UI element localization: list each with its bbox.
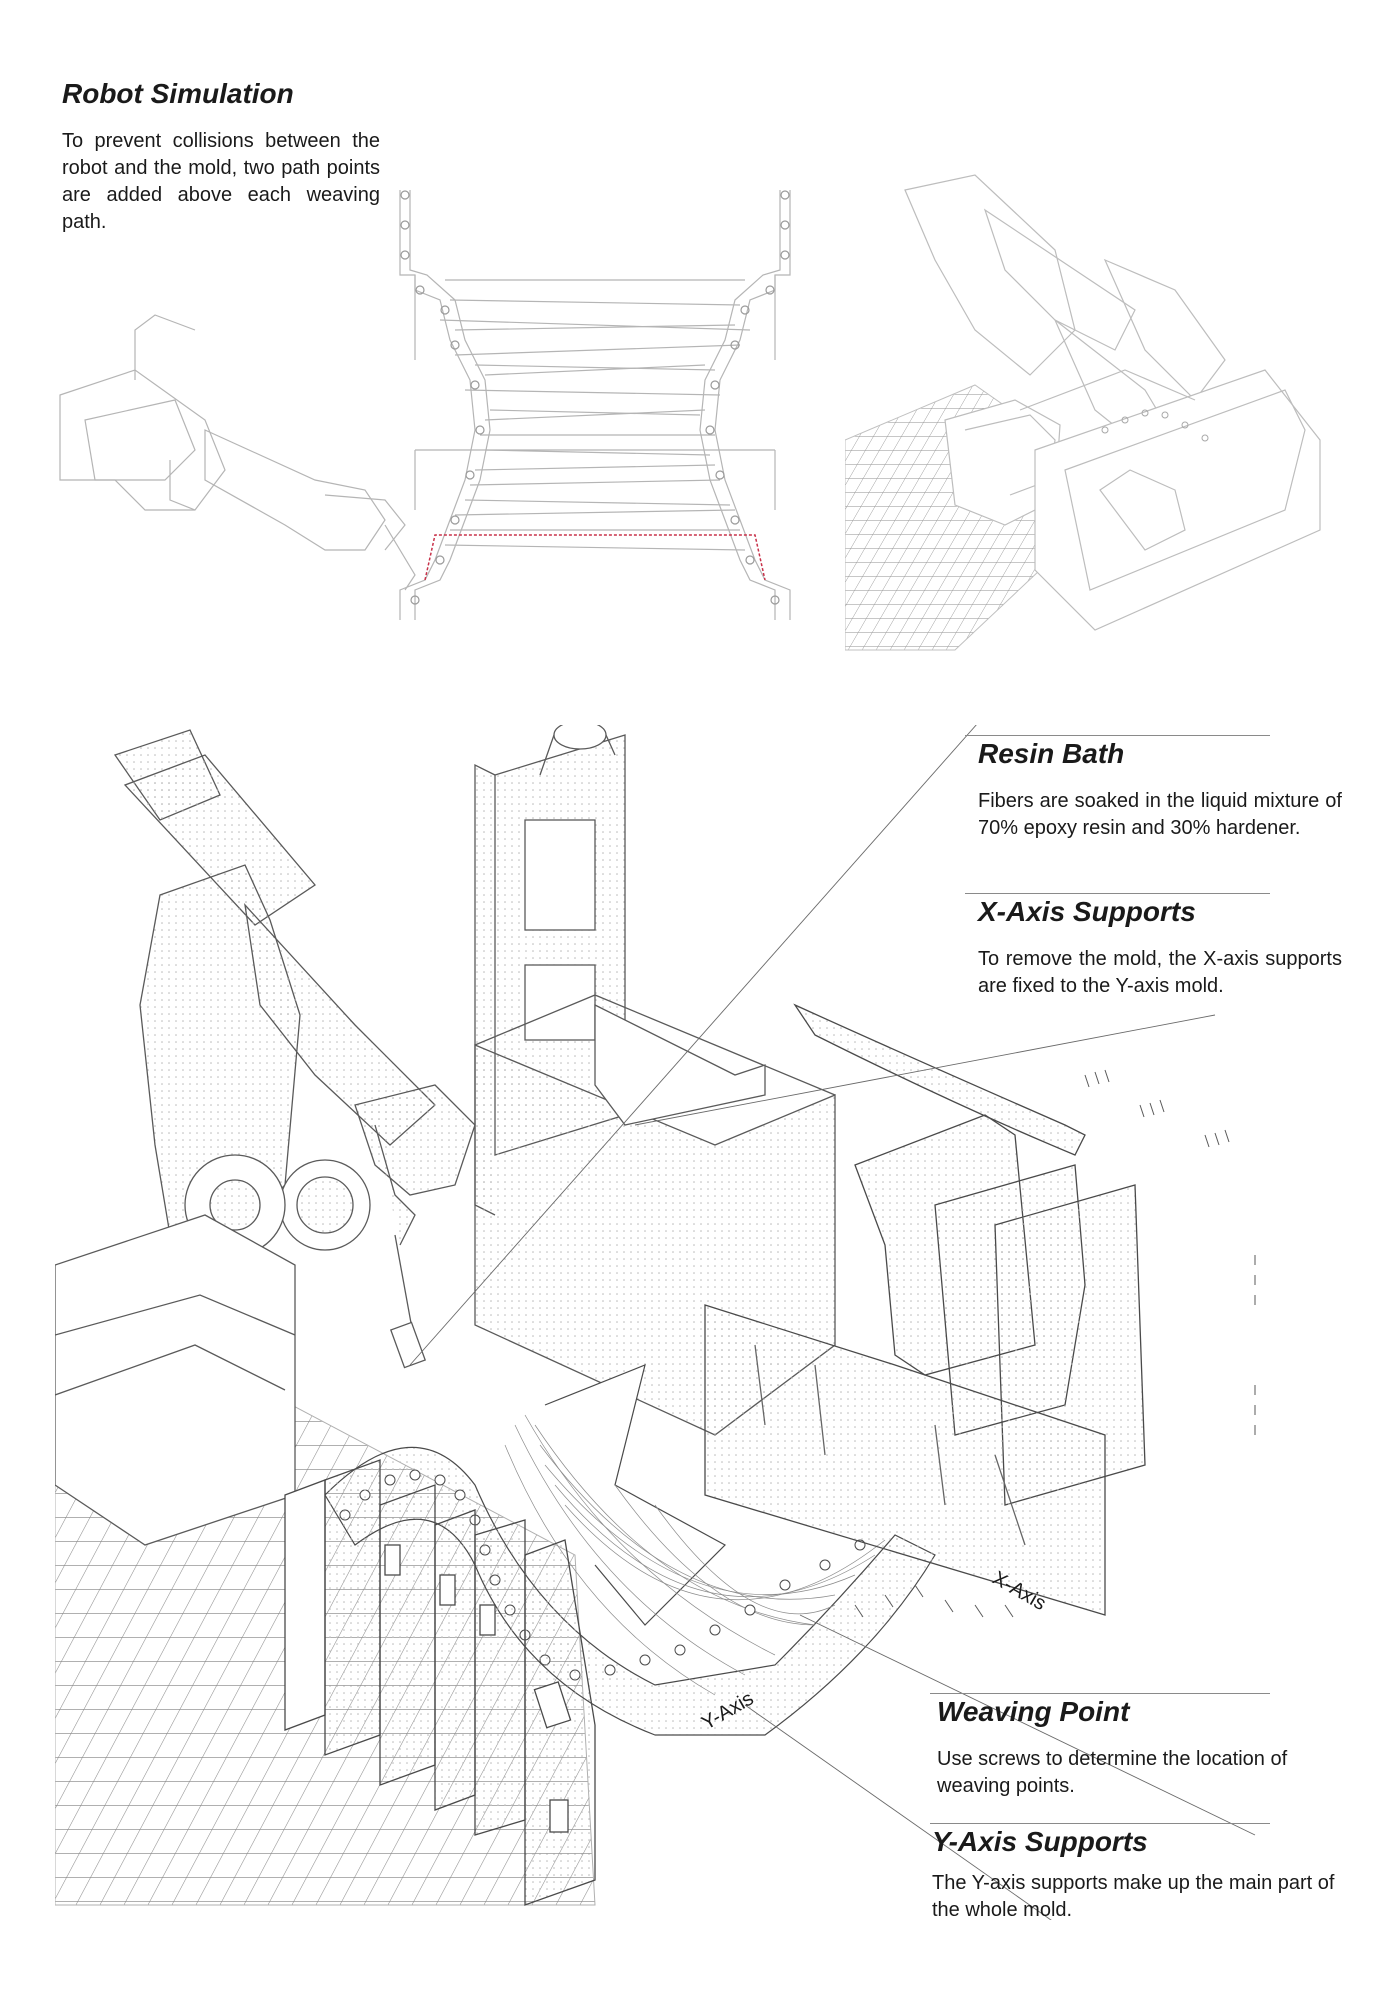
robot-simulation-block: Robot Simulation To prevent collisions b… <box>62 78 380 236</box>
highlighted-weaving-path <box>424 534 766 581</box>
right-pin-column <box>699 190 791 620</box>
resin-bath-callout: Resin Bath Fibers are soaked in the liqu… <box>978 738 1342 842</box>
x-axis-supports-rule <box>965 893 1270 894</box>
y-axis-supports-description: The Y-axis supports make up the main par… <box>932 1872 1335 1921</box>
exploded-mold-diagram <box>55 725 1256 1920</box>
weaving-lines <box>414 275 776 551</box>
robot-arm-ghost <box>59 314 416 591</box>
weaving-point-description: Use screws to determine the location of … <box>937 1748 1288 1797</box>
resin-bath-rule <box>965 735 1270 736</box>
y-axis-supports-rule <box>930 1823 1270 1824</box>
callout-leaders <box>409 725 1256 1920</box>
screws <box>854 1069 1256 1618</box>
y-axis-supports <box>284 1459 596 1906</box>
weaving-point-rule <box>930 1693 1270 1694</box>
x-axis-supports-description: To remove the mold, the X-axis supports … <box>978 948 1342 997</box>
robot-simulation-description: To prevent collisions between the robot … <box>62 130 380 233</box>
x-axis-supports-title: X-Axis Supports <box>978 896 1196 927</box>
robot-arm-upper <box>904 174 1076 376</box>
x-axis-supports <box>704 1003 1146 1616</box>
resin-bath-description: Fibers are soaked in the liquid mixture … <box>978 790 1342 839</box>
y-axis-supports-callout: Y-Axis Supports The Y-axis supports make… <box>932 1826 1342 1924</box>
weaving-point-title: Weaving Point <box>937 1696 1130 1727</box>
pin-markers <box>400 190 790 605</box>
weaving-point-callout: Weaving Point Use screws to determine th… <box>937 1696 1342 1800</box>
resin-bath-title: Resin Bath <box>978 738 1125 769</box>
left-pin-column <box>399 190 491 620</box>
robot-simulation-title: Robot Simulation <box>62 78 294 109</box>
weaving-path-diagram <box>59 190 791 620</box>
industrial-robot <box>55 729 476 1546</box>
robot-simulation-perspective <box>845 174 1321 651</box>
y-axis-supports-title: Y-Axis Supports <box>932 1826 1148 1857</box>
x-axis-supports-callout: X-Axis Supports To remove the mold, the … <box>978 896 1342 1000</box>
